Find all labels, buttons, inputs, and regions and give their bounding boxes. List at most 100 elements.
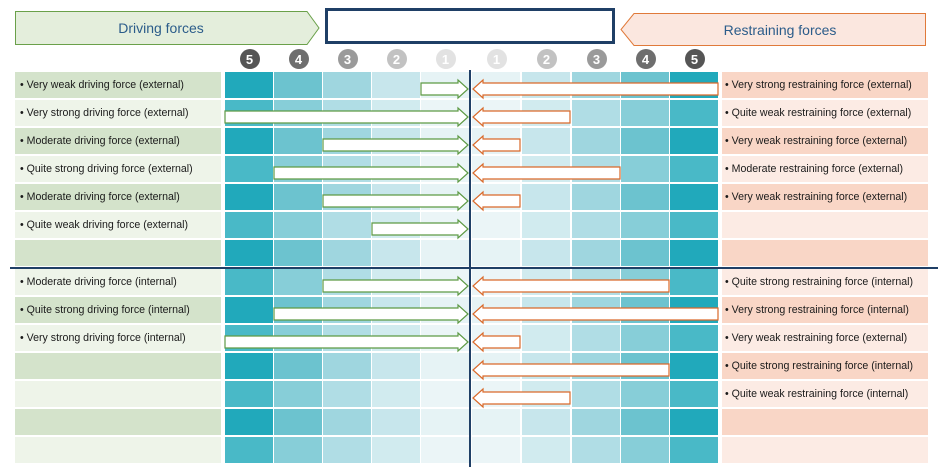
grid-cell (421, 381, 469, 407)
restraining-force-label: • Very strong restraining force (interna… (722, 297, 928, 323)
restraining-force-label (722, 409, 928, 435)
grid-cell (522, 240, 570, 266)
grid-cell (274, 269, 322, 295)
driving-force-label: • Moderate driving force (external) (15, 128, 221, 154)
restraining-forces-header: Restraining forces (620, 13, 926, 46)
restraining-force-arrow (472, 303, 719, 325)
grid-cell (522, 212, 570, 238)
driving-force-label: • Moderate driving force (internal) (15, 269, 221, 295)
restraining-force-label: • Moderate restraining force (external) (722, 156, 928, 182)
grid-cell (670, 212, 718, 238)
grid-cell (323, 240, 371, 266)
restraining-force-arrow (472, 331, 521, 353)
grid-cell (472, 437, 520, 463)
grid-cell (572, 325, 620, 351)
grid-cell (472, 212, 520, 238)
grid-cell (421, 437, 469, 463)
restraining-force-label: • Very weak restraining force (external) (722, 325, 928, 351)
grid-cell (572, 240, 620, 266)
grid-cell (225, 128, 273, 154)
scale-number-driving-1: 1 (435, 49, 456, 69)
title-box (325, 8, 615, 44)
grid-cell (621, 240, 669, 266)
grid-cell (670, 240, 718, 266)
driving-force-label: • Very strong driving force (internal) (15, 325, 221, 351)
grid-cell (621, 437, 669, 463)
scale-number-restraining-1: 1 (486, 49, 507, 69)
restraining-force-label (722, 437, 928, 463)
grid-cell (274, 409, 322, 435)
grid-cell (372, 72, 420, 98)
grid-cell (372, 437, 420, 463)
driving-force-arrow (420, 78, 469, 100)
driving-force-label (15, 240, 221, 266)
driving-force-arrow (273, 303, 469, 325)
restraining-force-label: • Quite strong restraining force (intern… (722, 353, 928, 379)
restraining-force-label: • Quite weak restraining force (internal… (722, 381, 928, 407)
driving-force-label: • Quite strong driving force (internal) (15, 297, 221, 323)
grid-cell (274, 212, 322, 238)
scale-number-driving-4: 4 (288, 49, 309, 69)
grid-cell (621, 100, 669, 126)
grid-cell (372, 240, 420, 266)
grid-cell (522, 184, 570, 210)
grid-cell (621, 381, 669, 407)
restraining-force-arrow (472, 162, 621, 184)
driving-force-label: • Quite strong driving force (external) (15, 156, 221, 182)
driving-force-label (15, 409, 221, 435)
grid-cell (621, 128, 669, 154)
grid-cell (621, 156, 669, 182)
grid-cell (323, 381, 371, 407)
grid-cell (372, 381, 420, 407)
grid-cell (572, 212, 620, 238)
restraining-force-arrow (472, 359, 670, 381)
grid-cell (225, 184, 273, 210)
grid-cell (274, 184, 322, 210)
grid-cell (621, 184, 669, 210)
restraining-force-label: • Quite strong restraining force (intern… (722, 269, 928, 295)
grid-cell (670, 437, 718, 463)
grid-cell (472, 409, 520, 435)
driving-force-arrow (224, 331, 469, 353)
restraining-force-label (722, 212, 928, 238)
scale-number-driving-2: 2 (386, 49, 407, 69)
grid-cell (274, 437, 322, 463)
grid-cell (621, 212, 669, 238)
grid-cell (274, 72, 322, 98)
scale-number-driving-5: 5 (239, 49, 260, 69)
grid-cell (323, 212, 371, 238)
grid-cell (225, 353, 273, 379)
grid-cell (274, 381, 322, 407)
grid-cell (274, 240, 322, 266)
scale-number-driving-3: 3 (337, 49, 358, 69)
grid-cell (225, 381, 273, 407)
restraining-force-arrow (472, 387, 571, 409)
driving-header-arrow-shape (15, 11, 320, 45)
grid-cell (621, 325, 669, 351)
restraining-force-label: • Very weak restraining force (external) (722, 184, 928, 210)
grid-cell (572, 184, 620, 210)
driving-force-arrow (224, 106, 469, 128)
grid-cell (472, 240, 520, 266)
grid-cell (323, 437, 371, 463)
grid-cell (225, 297, 273, 323)
driving-forces-header: Driving forces (15, 11, 320, 45)
grid-cell (572, 409, 620, 435)
restraining-force-label (722, 240, 928, 266)
driving-force-arrow (322, 275, 469, 297)
driving-forces-label: Driving forces (118, 20, 204, 36)
restraining-force-label: • Very weak restraining force (external) (722, 128, 928, 154)
grid-cell (225, 212, 273, 238)
grid-cell (670, 409, 718, 435)
grid-cell (421, 240, 469, 266)
grid-cell (372, 353, 420, 379)
grid-cell (274, 128, 322, 154)
grid-cell (225, 240, 273, 266)
restraining-force-label: • Very strong restraining force (externa… (722, 72, 928, 98)
grid-cell (670, 100, 718, 126)
external-internal-divider (10, 267, 938, 269)
restraining-forces-label: Restraining forces (723, 21, 837, 38)
driving-force-label: • Very strong driving force (external) (15, 100, 221, 126)
scale-number-restraining-5: 5 (684, 49, 705, 69)
